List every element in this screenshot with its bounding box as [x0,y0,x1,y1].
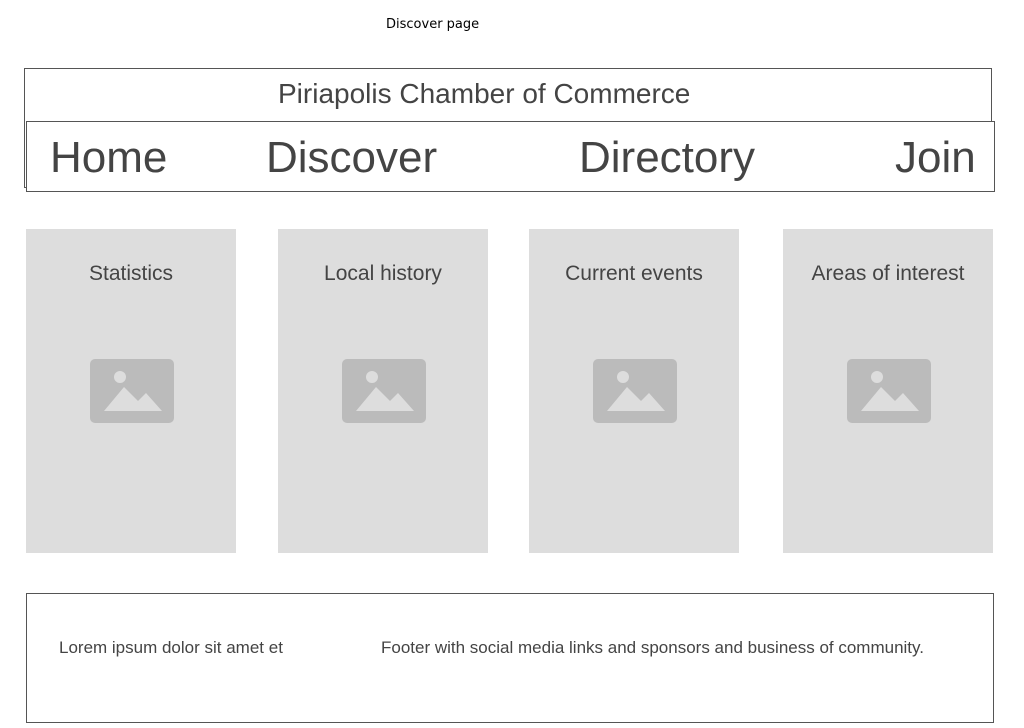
card-title: Areas of interest [811,262,965,285]
nav-item-home[interactable]: Home [50,133,168,182]
footer [26,593,994,723]
nav-item-discover[interactable]: Discover [266,133,438,182]
image-placeholder-icon [847,359,931,423]
footer-right-text: Footer with social media links and spons… [381,638,924,657]
card-title: Statistics [88,262,174,285]
card-areas-of-interest[interactable]: Areas of interest [783,229,993,553]
nav-item-join[interactable]: Join [895,133,976,182]
nav-item-directory[interactable]: Directory [579,133,756,182]
image-placeholder-icon [90,359,174,423]
page-caption: Discover page [386,17,480,32]
footer-left-text: Lorem ipsum dolor sit amet et [59,638,283,657]
image-placeholder-icon [342,359,426,423]
image-placeholder-icon [593,359,677,423]
nav-bar [26,121,995,192]
card-title: Current events [565,262,703,285]
card-local-history[interactable]: Local history [278,229,488,553]
site-title: Piriapolis Chamber of Commerce [278,78,691,109]
card-current-events[interactable]: Current events [529,229,739,553]
card-statistics[interactable]: Statistics [26,229,236,553]
card-title: Local history [324,262,442,285]
